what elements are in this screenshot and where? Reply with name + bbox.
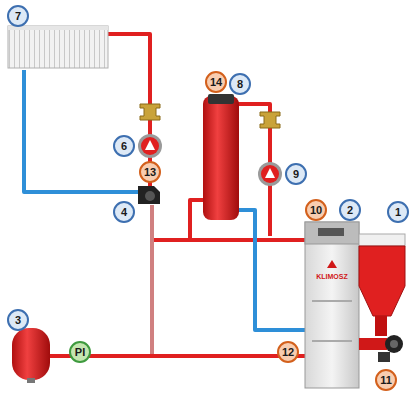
callout-circle: 12 xyxy=(277,341,299,363)
callout-circle: 2 xyxy=(339,199,361,221)
callout-circle: 1 xyxy=(387,201,409,223)
callout-circle: 10 xyxy=(305,199,327,221)
callout-circle: 14 xyxy=(205,71,227,93)
brand-label: KLIMOSZ xyxy=(316,273,348,280)
callout-number: 7 xyxy=(15,10,21,22)
callout-circle: 11 xyxy=(375,369,397,391)
callout-number: 9 xyxy=(293,168,299,180)
callout-number: 2 xyxy=(347,204,353,216)
callout-circle: PI xyxy=(69,341,91,363)
callout-circle: 7 xyxy=(7,5,29,27)
callout-number: 8 xyxy=(237,78,243,90)
callout-circle: 6 xyxy=(113,135,135,157)
callout-number: 1 xyxy=(395,206,401,218)
callout-number: 12 xyxy=(282,346,294,358)
callout-circle: 13 xyxy=(139,161,161,183)
callout-number: 6 xyxy=(121,140,127,152)
callout-circle: 9 xyxy=(285,163,307,185)
callout-number: 4 xyxy=(121,206,127,218)
callout-number: PI xyxy=(75,346,85,358)
callout-number: 14 xyxy=(210,76,222,88)
callout-circle: 8 xyxy=(229,73,251,95)
callout-number: 10 xyxy=(310,204,322,216)
callout-circle: 3 xyxy=(7,309,29,331)
callout-number: 11 xyxy=(380,374,392,386)
callout-number: 3 xyxy=(15,314,21,326)
callout-number: 13 xyxy=(144,166,156,178)
callout-circle: 4 xyxy=(113,201,135,223)
